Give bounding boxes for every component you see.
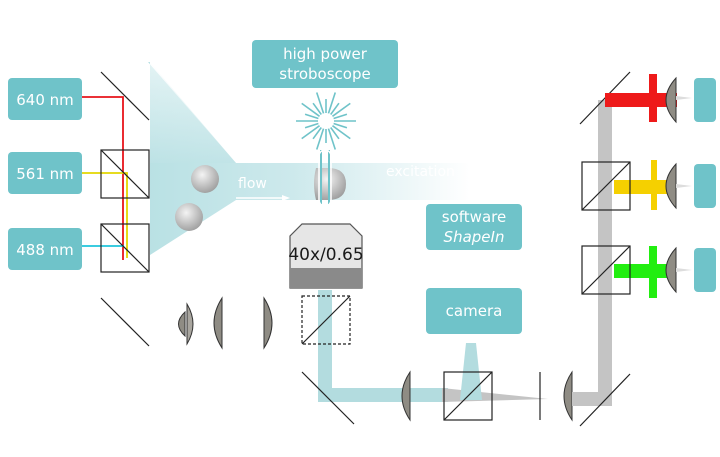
detector-yellow	[694, 164, 716, 208]
laser-box-488	[8, 228, 82, 270]
mirror-bottom-left	[100, 297, 150, 347]
flash-ray	[304, 122, 319, 129]
mirror-640	[100, 71, 150, 121]
lens-3	[263, 296, 273, 350]
flash-ray	[327, 128, 337, 150]
lens-1	[178, 310, 186, 338]
tube-lens	[401, 370, 411, 422]
flash-ray	[304, 113, 319, 120]
filter-red	[649, 74, 657, 122]
relay-lenses	[178, 296, 273, 350]
camera-label: camera	[446, 302, 503, 320]
stroboscope-label-1: high power	[283, 45, 368, 63]
lens-2	[213, 296, 223, 350]
flash-ray	[312, 102, 322, 115]
detector-channel-green	[581, 245, 716, 298]
camera-box	[426, 288, 522, 334]
microfluidic-channel: flow excitation	[148, 62, 470, 255]
flash-ray	[330, 127, 340, 140]
laser-sources: 640 nm 561 nm 488 nm	[8, 78, 82, 270]
laser-box-561	[8, 152, 82, 194]
excitation-label: excitation	[386, 164, 455, 180]
collimator-lens	[563, 370, 573, 422]
filter-yellow	[651, 160, 657, 210]
laser-label-488: 488 nm	[16, 241, 74, 259]
flow-label: flow	[238, 176, 267, 192]
detector-green	[694, 248, 716, 292]
stroboscope-flash-icon	[296, 92, 356, 150]
objective-lens: 40x/0.65	[288, 223, 364, 289]
mirror-detection	[301, 371, 355, 425]
detection-path	[301, 290, 573, 425]
flash-ray	[332, 102, 351, 117]
laser-combiner-optics	[100, 71, 150, 347]
stroboscope-label-2: stroboscope	[279, 65, 370, 83]
stroboscope-box	[252, 40, 398, 88]
detector-channels	[581, 74, 716, 298]
software-group: software ShapeIn	[426, 204, 522, 250]
flash-ray	[312, 127, 322, 140]
flash-ray	[327, 92, 337, 114]
beam-561	[82, 172, 128, 258]
dichroic-561	[100, 149, 150, 199]
cell-2	[175, 203, 203, 231]
flash-ray	[333, 113, 348, 120]
flash-ray	[333, 122, 348, 129]
flash-ray	[315, 128, 325, 150]
stroboscope-group: high power stroboscope	[252, 40, 398, 207]
flash-ray	[315, 92, 325, 114]
beam-splitter	[443, 371, 493, 421]
laser-box-640	[8, 78, 82, 120]
detector-beam-column	[572, 71, 631, 427]
laser-beams	[82, 96, 128, 260]
camera-group: camera	[426, 288, 522, 334]
beam-640	[82, 96, 124, 260]
laser-label-561: 561 nm	[16, 165, 74, 183]
detector-channel-red	[605, 74, 716, 124]
detector-channel-yellow	[581, 160, 716, 211]
software-label-2: ShapeIn	[444, 228, 505, 246]
laser-label-640: 640 nm	[16, 91, 74, 109]
software-box	[426, 204, 522, 250]
cell-1	[191, 165, 219, 193]
flash-ray	[330, 102, 340, 115]
flash-ray	[301, 102, 320, 117]
mirror-bottom-right	[579, 373, 631, 427]
flash-ray	[301, 125, 320, 140]
flash-ray	[332, 125, 351, 140]
filter-green	[649, 246, 657, 298]
software-label-1: software	[442, 208, 506, 226]
beam-red	[605, 93, 677, 107]
detector-red	[694, 78, 716, 122]
objective-label: 40x/0.65	[288, 245, 363, 265]
dichroic-488	[100, 223, 150, 273]
